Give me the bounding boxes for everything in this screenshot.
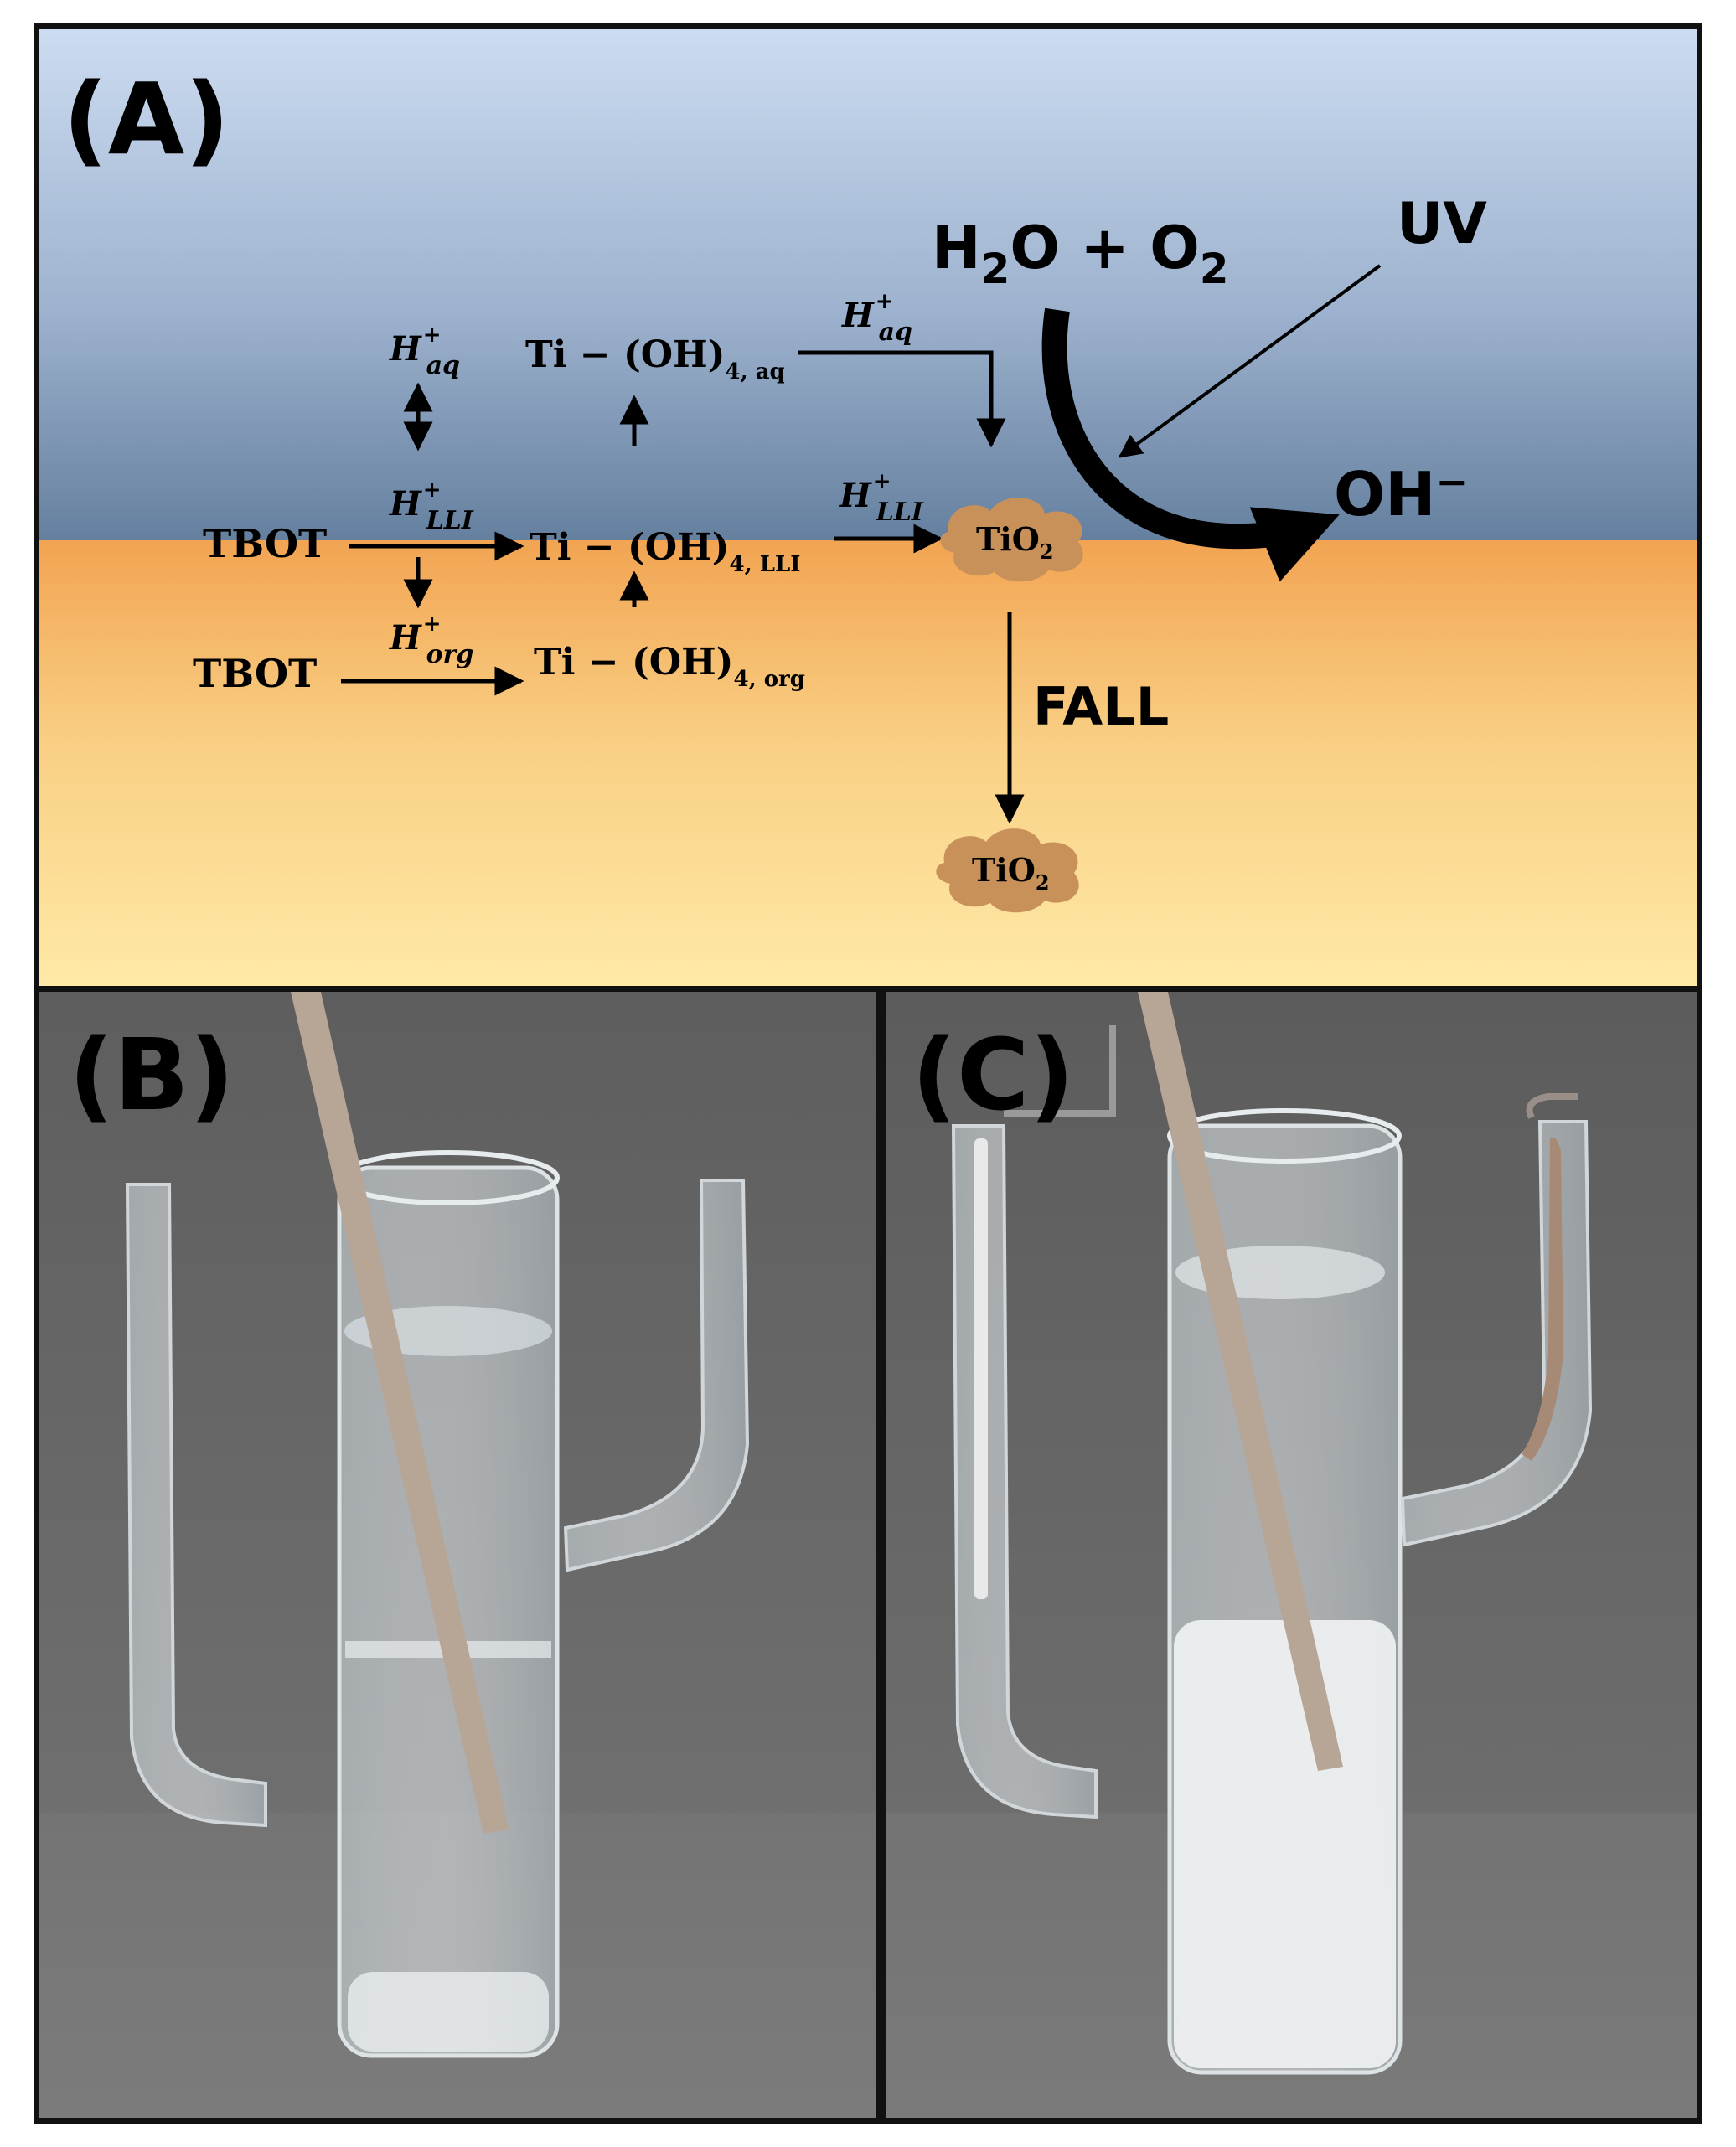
ti-oh4-aq-label: Ti − (OH)4, aq <box>525 333 785 384</box>
ti-oh4-lli-label: Ti − (OH)4, LLI <box>530 526 800 577</box>
uv-label: UV <box>1397 191 1487 257</box>
tio2-precipitate <box>1174 1620 1396 2068</box>
svg-text:H+aq: H+aq <box>389 323 460 380</box>
left-arm-tube <box>951 1124 1098 1819</box>
tio2-particle-bottom: TiO2 <box>936 828 1079 913</box>
h-aq-right-label: H+aq <box>841 289 912 347</box>
h-lli-right-label: H+LLI <box>839 469 924 527</box>
h-org-label: H+org <box>389 612 473 669</box>
aqueous-phase <box>39 29 1697 540</box>
elbow-arrow-aq-to-tio2 <box>798 350 1006 448</box>
big-curved-arrow <box>1041 307 1340 582</box>
h-aq-top-label: H+aq <box>389 323 460 380</box>
svg-text:TiO2: TiO2 <box>972 851 1050 895</box>
svg-text:TiO2: TiO2 <box>976 520 1054 564</box>
panel-a-scheme: (A) H+aq Ti − (OH)4, aq H+aq H2O + O2 UV… <box>39 29 1697 986</box>
h-lli-label: H+LLI <box>389 477 474 535</box>
panel-b-label: (B) <box>69 1017 235 1133</box>
stirring-rod <box>1138 992 1343 1771</box>
panel-c-label: (C) <box>912 1017 1074 1133</box>
tbot-interface-label: TBOT <box>203 521 327 566</box>
tio2-particle-top: TiO2 <box>940 498 1083 582</box>
stirring-rod <box>291 992 509 1834</box>
fall-label: FALL <box>1033 676 1169 737</box>
panel-c-photo: (C) <box>886 992 1697 2118</box>
right-electrode <box>1522 1138 1563 1461</box>
wire-right <box>1526 1093 1578 1119</box>
h2o-o2-label: H2O + O2 <box>932 214 1229 293</box>
wire-left <box>1004 1025 1116 1117</box>
right-arm-tube <box>563 1179 750 1572</box>
panel-b-photo: (B) <box>39 992 876 2118</box>
ti-oh4-org-label: Ti − (OH)4, org <box>534 641 805 692</box>
left-electrode <box>974 1138 988 1599</box>
organic-phase <box>39 540 1697 986</box>
tbot-org-label: TBOT <box>193 651 317 696</box>
left-arm-tube <box>125 1183 267 1828</box>
uv-arrow <box>1118 264 1382 458</box>
panel-a-label: (A) <box>63 61 230 177</box>
oh-minus-label: OH− <box>1334 459 1468 529</box>
